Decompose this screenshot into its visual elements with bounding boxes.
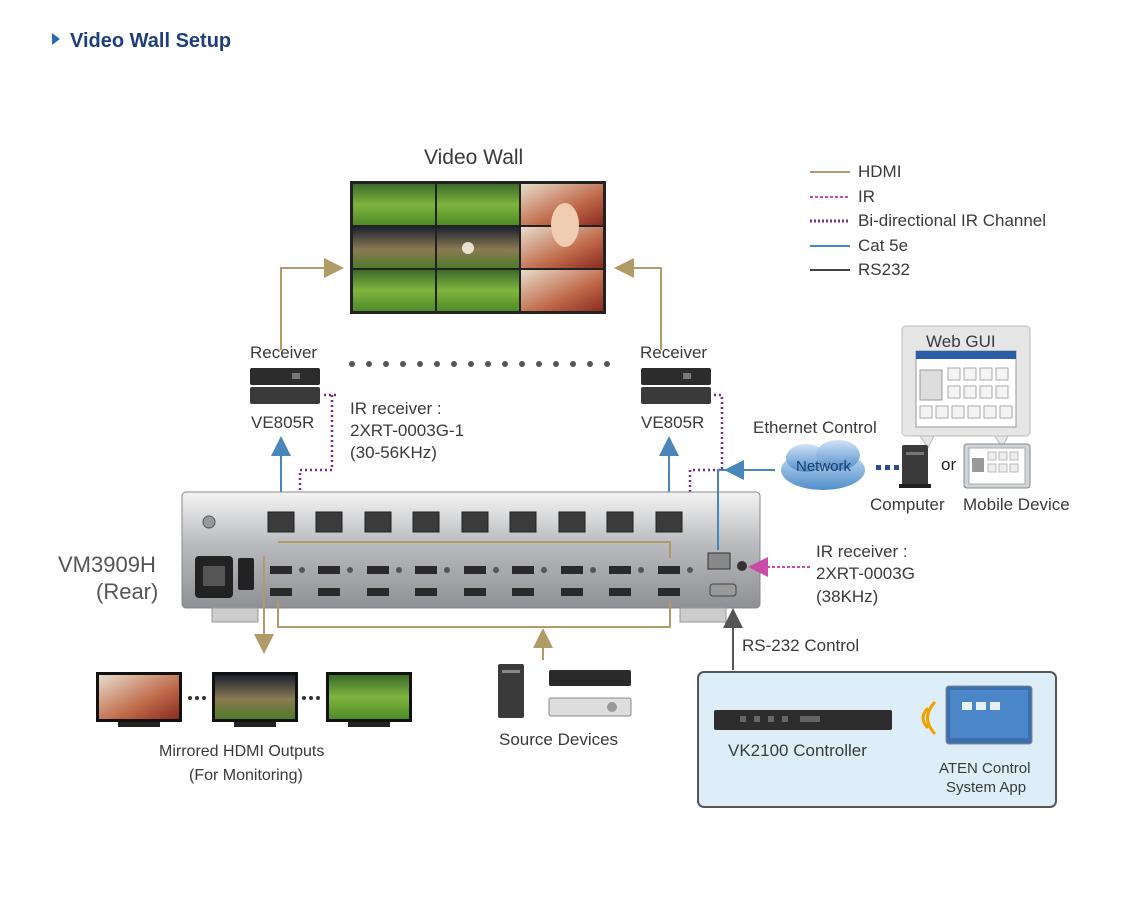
ir-receiver-1-line1: IR receiver : — [350, 399, 442, 418]
ir-receiver-2-line3: (38KHz) — [816, 587, 879, 606]
device-sub-label: (Rear) — [96, 579, 159, 604]
mirrored-outputs-line1: Mirrored HDMI Outputs — [159, 743, 325, 760]
ir-receiver-1-line3: (30-56KHz) — [350, 443, 437, 462]
network-label: Network — [796, 458, 852, 475]
mirrored-outputs-line2: (For Monitoring) — [189, 767, 303, 784]
hdmi-input-bus — [277, 600, 671, 628]
web-gui-panel — [901, 325, 1031, 450]
legend-rs232-label: RS232 — [858, 260, 910, 279]
vk2100-device — [714, 710, 892, 730]
ir-receiver-2-line1: IR receiver : — [816, 542, 908, 561]
dotted-link — [876, 465, 899, 470]
ellipsis-dots — [349, 361, 610, 367]
mobile-device-label: Mobile Device — [963, 495, 1070, 514]
hdmi-to-wall-right — [614, 258, 662, 350]
ir-receiver-1-line2: 2XRT-0003G-1 — [350, 421, 465, 440]
web-gui-label: Web GUI — [926, 332, 996, 351]
network-cloud — [781, 440, 865, 490]
monitoring-displays — [96, 672, 412, 727]
vk2100-label: VK2100 Controller — [728, 741, 867, 760]
video-wall-screens — [350, 181, 606, 314]
hdmi-output-bus — [278, 541, 671, 558]
receiver-left-title: Receiver — [250, 343, 318, 362]
rs232-control-label: RS-232 Control — [742, 636, 860, 655]
receiver-left-model: VE805R — [251, 413, 315, 432]
legend-bidir-label: Bi-directional IR Channel — [858, 211, 1047, 230]
hdmi-to-wall-left — [280, 258, 344, 350]
legend — [810, 171, 850, 271]
cat5e-to-network — [717, 469, 775, 550]
source-devices-label: Source Devices — [499, 730, 619, 749]
legend-cat5e-label: Cat 5e — [858, 236, 909, 255]
receiver-left-device — [250, 368, 320, 404]
receiver-right-device — [641, 368, 711, 404]
or-label: or — [941, 455, 957, 474]
tablet-app-device — [945, 685, 1033, 745]
mobile-device — [963, 443, 1031, 489]
vm3909h-chassis — [181, 491, 761, 623]
device-name-label: VM3909H — [58, 552, 156, 577]
receiver-right-model: VE805R — [641, 413, 705, 432]
computer-label: Computer — [870, 495, 945, 514]
page-heading: Video Wall Setup — [52, 30, 231, 53]
source-devices-icons — [498, 664, 632, 718]
ethernet-control-label: Ethernet Control — [753, 418, 877, 437]
legend-hdmi-label: HDMI — [858, 162, 902, 181]
video-wall-title: Video Wall — [424, 146, 524, 169]
computer-device — [899, 445, 931, 488]
legend-ir-label: IR — [858, 187, 875, 206]
receiver-right-title: Receiver — [640, 343, 708, 362]
aten-app-line2: System App — [946, 779, 1027, 796]
ir-receiver-2-line2: 2XRT-0003G — [816, 564, 915, 583]
triangle-bullet-icon — [52, 33, 60, 45]
wireless-icon — [921, 700, 937, 736]
aten-app-line1: ATEN Control — [939, 760, 1031, 777]
